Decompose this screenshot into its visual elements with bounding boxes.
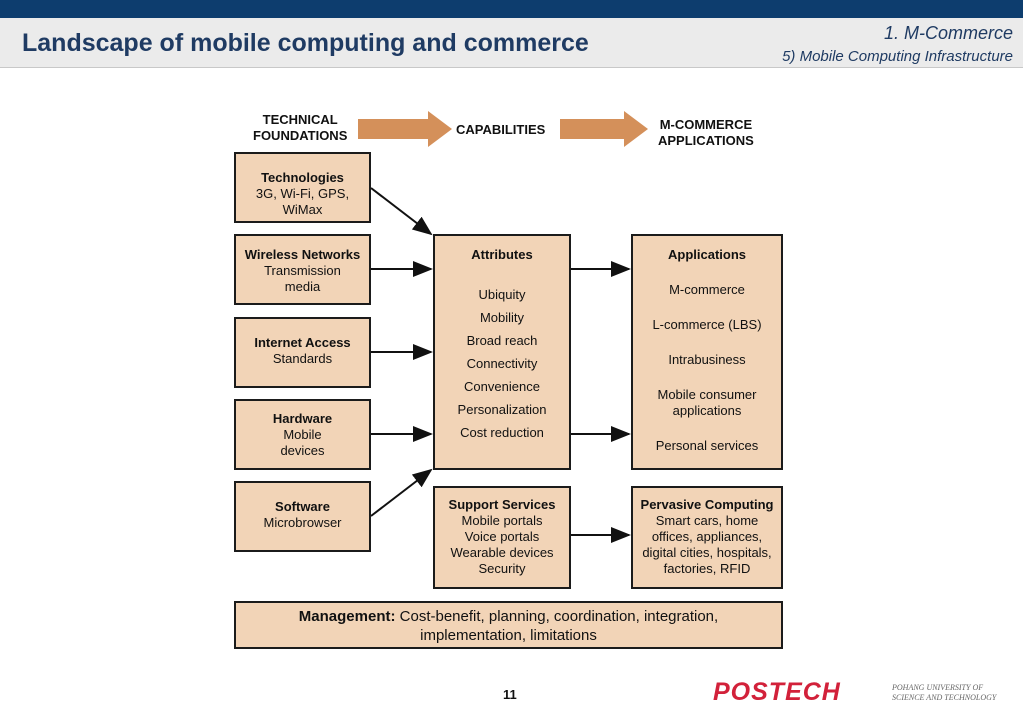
attributes-list: Ubiquity Mobility Broad reach Connectivi… — [435, 287, 569, 441]
attribute-item: Personalization — [457, 402, 547, 417]
attribute-item: Ubiquity — [478, 287, 526, 302]
foundation-line: devices — [280, 443, 325, 458]
col-head-applications: M-COMMERCE APPLICATIONS — [658, 117, 754, 149]
applications-box: Applications M-commerce L-commerce (LBS)… — [631, 234, 783, 470]
management-label: Management: — [298, 608, 396, 625]
support-services-box: Support Services Mobile portals Voice po… — [433, 486, 571, 589]
support-item: Wearable devices — [450, 545, 554, 560]
foundation-line: media — [284, 279, 321, 294]
postech-logo-subtitle: POHANG UNIVERSITY OF SCIENCE AND TECHNOL… — [892, 683, 996, 703]
logo-subtitle-line2: SCIENCE AND TECHNOLOGY — [892, 693, 997, 702]
attributes-box: Attributes Ubiquity Mobility Broad reach… — [433, 234, 571, 470]
attributes-title: Attributes — [471, 247, 533, 262]
foundation-box-wireless-networks: Wireless Networks Transmission media — [234, 234, 371, 305]
foundation-title: Software — [275, 499, 330, 514]
support-item: Voice portals — [464, 529, 540, 544]
applications-title: Applications — [667, 247, 746, 262]
page-title: Landscape of mobile computing and commer… — [22, 29, 589, 57]
pervasive-computing-box: Pervasive Computing Smart cars, home off… — [631, 486, 783, 589]
page-number: 11 — [503, 687, 517, 702]
col-head-applications-line2: APPLICATIONS — [658, 133, 754, 148]
flow-arrow-foundations-to-capabilities — [358, 111, 452, 147]
foundation-box-hardware: Hardware Mobile devices — [234, 399, 371, 470]
pervasive-computing-title: Pervasive Computing — [640, 497, 774, 512]
arrow-technologies — [370, 187, 433, 236]
col-head-applications-line1: M-COMMERCE — [659, 117, 753, 132]
foundation-title: Technologies — [261, 170, 344, 185]
foundation-box-software: Software Microbrowser — [234, 481, 371, 552]
application-item: Intrabusiness — [668, 352, 746, 367]
header-band — [0, 18, 1023, 68]
management-line2: implementation, limitations — [420, 627, 597, 644]
management-line1: Management: Cost-benefit, planning, coor… — [236, 607, 781, 626]
management-box: Management: Cost-benefit, planning, coor… — [234, 601, 783, 649]
attribute-item: Broad reach — [466, 333, 538, 348]
foundation-title: Hardware — [272, 411, 333, 426]
attribute-item: Cost reduction — [460, 425, 544, 440]
application-item: L-commerce (LBS) — [652, 317, 762, 332]
foundation-line: Mobile — [283, 427, 322, 442]
col-head-foundations: TECHNICAL FOUNDATIONS — [253, 112, 347, 144]
col-head-capabilities: CAPABILITIES — [456, 122, 546, 137]
foundation-line: Standards — [272, 351, 333, 366]
application-item: M-commerce — [669, 282, 745, 297]
application-item: applications — [672, 403, 742, 418]
attribute-item: Mobility — [479, 310, 525, 325]
pervasive-item: Smart cars, home — [655, 513, 759, 528]
postech-logo: POSTECH — [713, 678, 841, 706]
pervasive-item: factories, RFID — [663, 561, 751, 576]
attribute-item: Connectivity — [466, 356, 538, 371]
logo-subtitle-line1: POHANG UNIVERSITY OF — [892, 683, 984, 692]
foundation-line: Microbrowser — [263, 515, 342, 530]
support-services-title: Support Services — [448, 497, 556, 512]
col-head-foundations-line1: TECHNICAL — [262, 112, 338, 127]
pervasive-item: offices, appliances, — [651, 529, 763, 544]
support-item: Security — [478, 561, 526, 576]
section-label: 1. M-Commerce — [883, 23, 1013, 43]
col-head-foundations-line2: FOUNDATIONS — [253, 128, 348, 143]
management-text: Cost-benefit, planning, coordination, in… — [399, 608, 719, 625]
support-item: Mobile portals — [461, 513, 543, 528]
flow-arrow-capabilities-to-applications — [560, 111, 648, 147]
foundation-line: 3G, Wi-Fi, GPS, — [255, 186, 350, 201]
application-item: Mobile consumer — [657, 387, 757, 402]
top-bar — [0, 0, 1023, 18]
foundation-line: Transmission — [264, 263, 341, 278]
application-item: Personal services — [655, 438, 759, 453]
applications-list: M-commerce L-commerce (LBS) Intrabusines… — [633, 282, 781, 454]
attribute-item: Convenience — [464, 379, 540, 394]
foundation-title: Wireless Networks — [244, 247, 361, 262]
foundation-title: Internet Access — [254, 335, 351, 350]
arrow-software — [370, 468, 433, 517]
foundation-box-internet-access: Internet Access Standards — [234, 317, 371, 388]
pervasive-item: digital cities, hospitals, — [642, 545, 772, 560]
foundation-box-technologies: Technologies 3G, Wi-Fi, GPS, WiMax — [234, 152, 371, 223]
subsection-label: 5) Mobile Computing Infrastructure — [782, 48, 1013, 65]
foundation-line: WiMax — [282, 202, 323, 217]
